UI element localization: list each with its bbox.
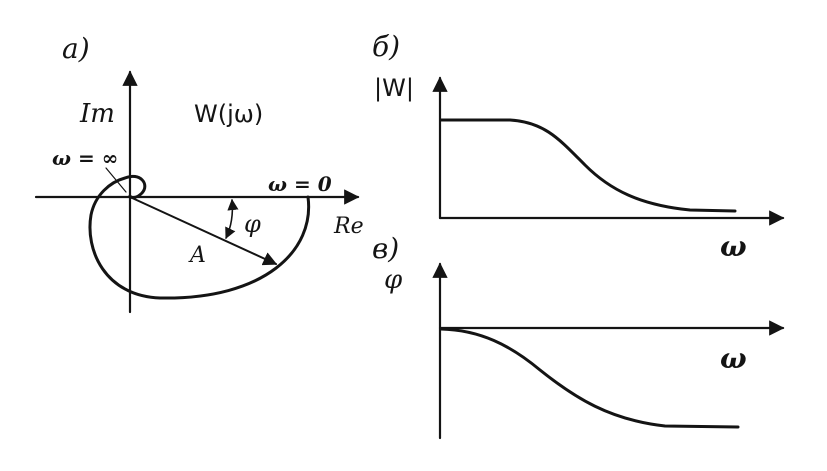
panel-c-phase-response: в) φ ω [372,232,785,440]
hodograph-curve [88,175,311,300]
magnitude-axis-label: |W| [374,74,414,102]
phase-angle-arc [225,198,239,240]
magnitude-vector [129,196,278,266]
transfer-function-title: W(jω) [194,100,263,128]
phase-curve [439,327,740,429]
magnitude-frequency-label: ω [720,230,747,263]
omega-zero-label: ω = 0 [268,172,332,196]
panel-a-label: а) [62,32,90,65]
panel-b-label: б) [372,30,400,63]
magnitude-curve [439,118,737,213]
magnitude-label: A [188,243,206,268]
imaginary-axis-label: Im [79,99,115,129]
phase-angle-label: φ [244,210,261,238]
real-axis-label: Re [333,214,364,239]
phase-axis-label: φ [384,265,403,295]
phase-frequency-label: ω [720,342,747,375]
panel-a-hodograph: а) Im Re W(jω) ω = ∞ ω = 0 A φ [34,32,364,314]
omega-infinity-label: ω = ∞ [52,146,118,170]
panel-c-label: в) [372,232,399,265]
panel-b-amplitude-response: б) |W| ω [372,30,785,263]
